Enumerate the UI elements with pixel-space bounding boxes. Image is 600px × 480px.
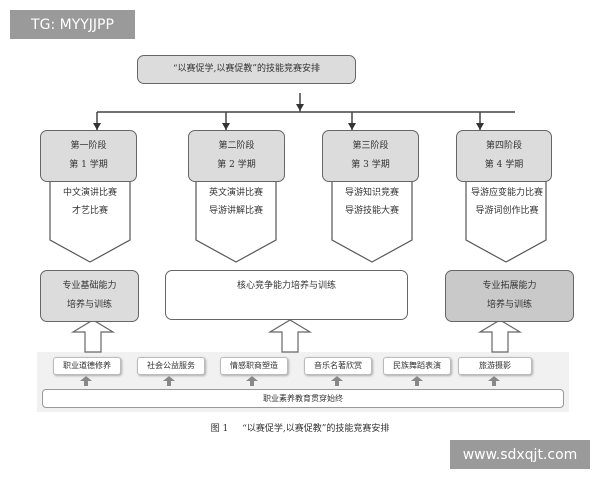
diagram-title: “以赛促学,以赛促教”的技能竞赛安排 <box>172 64 321 74</box>
watermark-bottom: www.sdxqjt.com <box>450 440 590 469</box>
stage-3-items: 导游知识竞赛导游技能大赛 <box>344 188 399 216</box>
activity-item: 社会公益服务 <box>137 357 205 375</box>
hollow-arrow-2 <box>267 319 313 353</box>
hollow-arrow-3 <box>477 319 523 353</box>
activity-item: 情感职商塑造 <box>220 357 288 375</box>
stage-1-header: 第一阶段第 1 学期 <box>40 130 137 182</box>
activity-item: 民族舞蹈表演 <box>383 357 451 375</box>
stage-4-items: 导游应变能力比赛导游词创作比赛 <box>470 188 543 216</box>
activity-item: 职业道德修养 <box>53 357 121 375</box>
stage-1-items: 中文演讲比赛才艺比赛 <box>62 188 117 216</box>
figure-caption: 图 1“以赛促学,以赛促教”的技能竞赛安排 <box>210 424 390 434</box>
hollow-arrow-1 <box>70 319 116 353</box>
stage-2-items: 英文演讲比赛导游讲解比赛 <box>208 188 263 216</box>
ability-basic: 专业基础能力培养与训练 <box>40 270 139 322</box>
diagram-title-box: “以赛促学,以赛促教”的技能竞赛安排 <box>137 55 356 84</box>
stage-3-header: 第三阶段第 3 学期 <box>322 130 419 182</box>
stage-4-header: 第四阶段第 4 学期 <box>456 130 552 182</box>
ability-core: 核心竞争能力培养与训练 <box>165 270 408 320</box>
stage-2-header: 第二阶段第 2 学期 <box>188 130 285 182</box>
activity-item: 旅游摄影 <box>458 357 532 375</box>
watermark-top: TG: MYYJJPP <box>10 10 135 39</box>
activity-item: 音乐名著欣赏 <box>304 357 372 375</box>
foundation-bar: 职业素养教育贯穿始终 <box>42 389 564 408</box>
ability-extended: 专业拓展能力培养与训练 <box>445 270 574 322</box>
